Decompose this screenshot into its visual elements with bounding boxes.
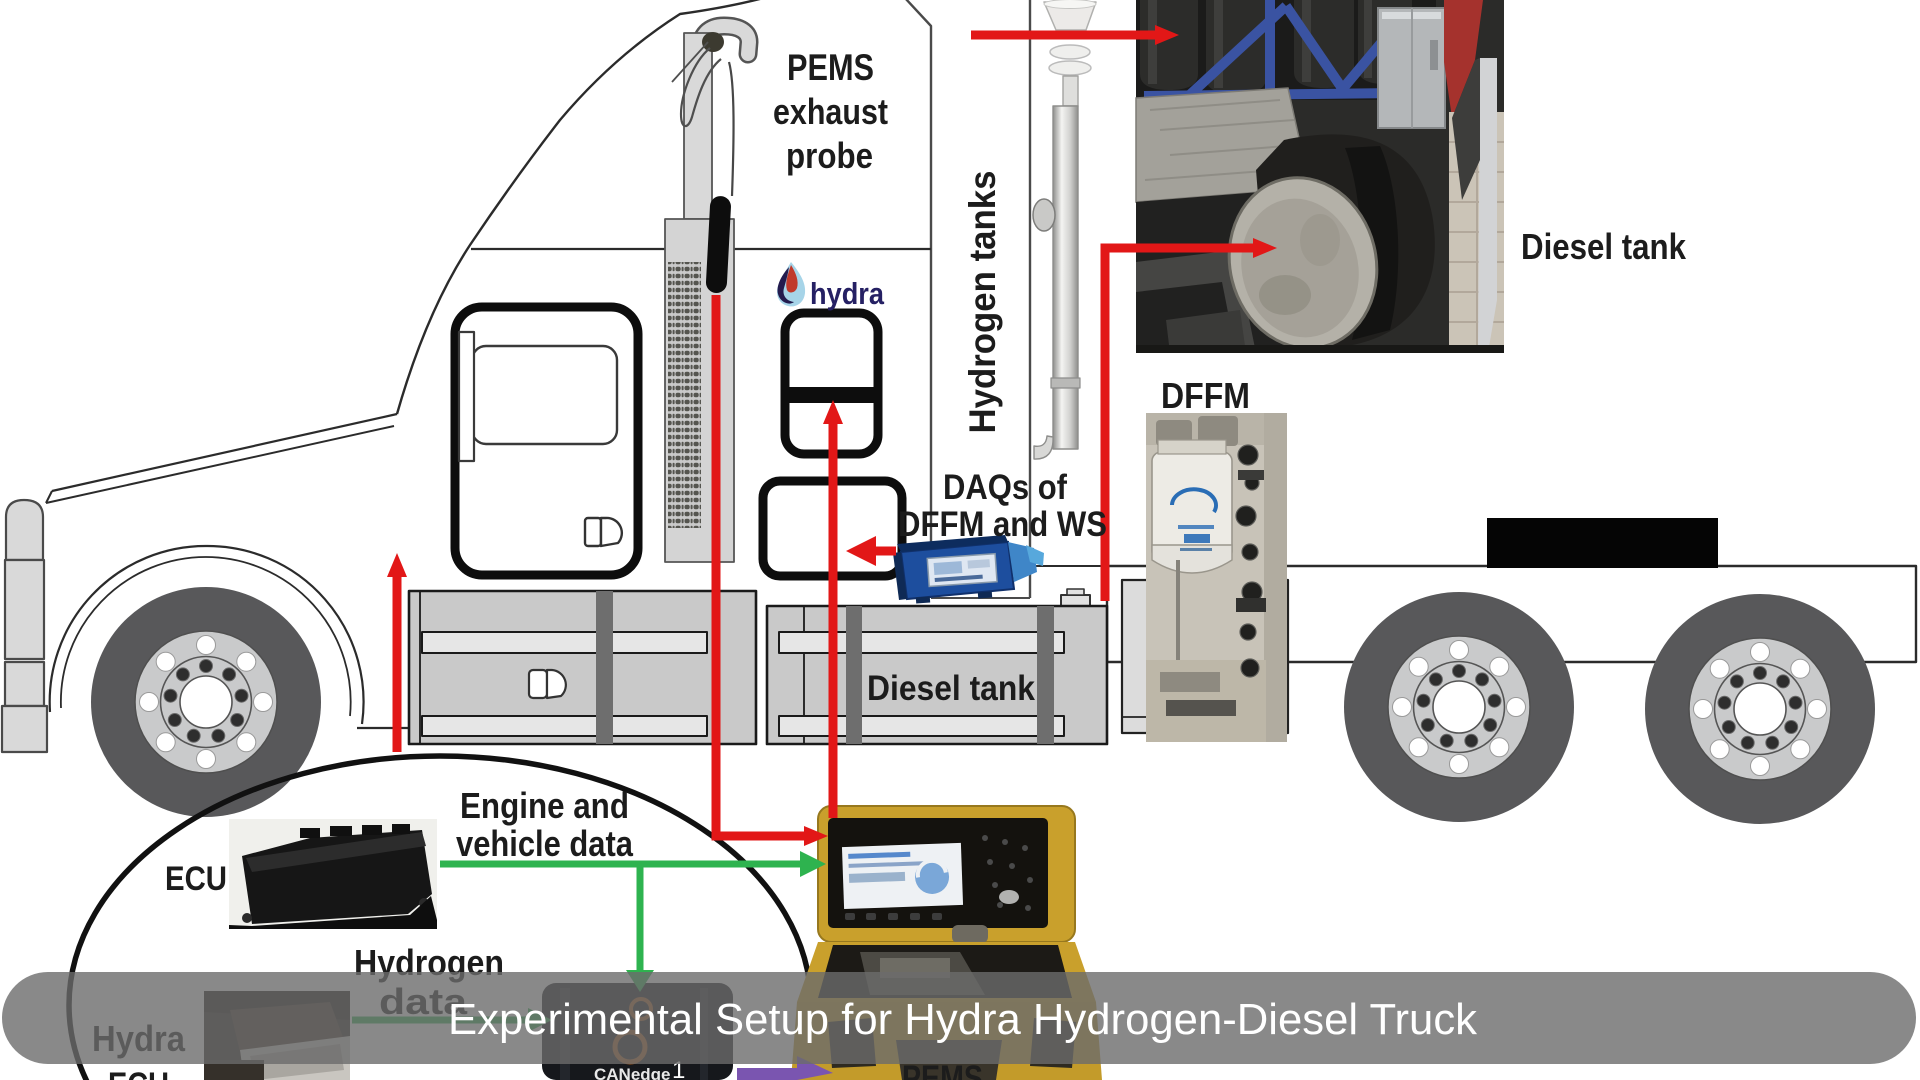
- svg-text:DFFM and WS: DFFM and WS: [898, 505, 1107, 544]
- svg-text:CANedge: CANedge: [594, 1065, 671, 1080]
- svg-text:vehicle data: vehicle data: [456, 823, 634, 864]
- svg-text:probe: probe: [786, 135, 873, 176]
- svg-text:DAQs of: DAQs of: [943, 468, 1067, 507]
- svg-text:ECU: ECU: [165, 860, 227, 898]
- svg-text:PEMS: PEMS: [902, 1059, 983, 1080]
- svg-text:Experimental Setup for Hydra H: Experimental Setup for Hydra Hydrogen-Di…: [448, 995, 1478, 1044]
- svg-text:ECU: ECU: [108, 1066, 169, 1080]
- svg-text:Diesel tank: Diesel tank: [1521, 226, 1687, 267]
- svg-text:Engine and: Engine and: [460, 785, 629, 826]
- svg-text:exhaust: exhaust: [773, 91, 888, 132]
- svg-text:DFFM: DFFM: [1161, 375, 1250, 416]
- svg-text:Diesel tank: Diesel tank: [867, 669, 1035, 708]
- svg-text:hydra: hydra: [810, 276, 885, 311]
- svg-text:Hydrogen tanks: Hydrogen tanks: [962, 171, 1003, 434]
- svg-text:PEMS: PEMS: [787, 47, 874, 88]
